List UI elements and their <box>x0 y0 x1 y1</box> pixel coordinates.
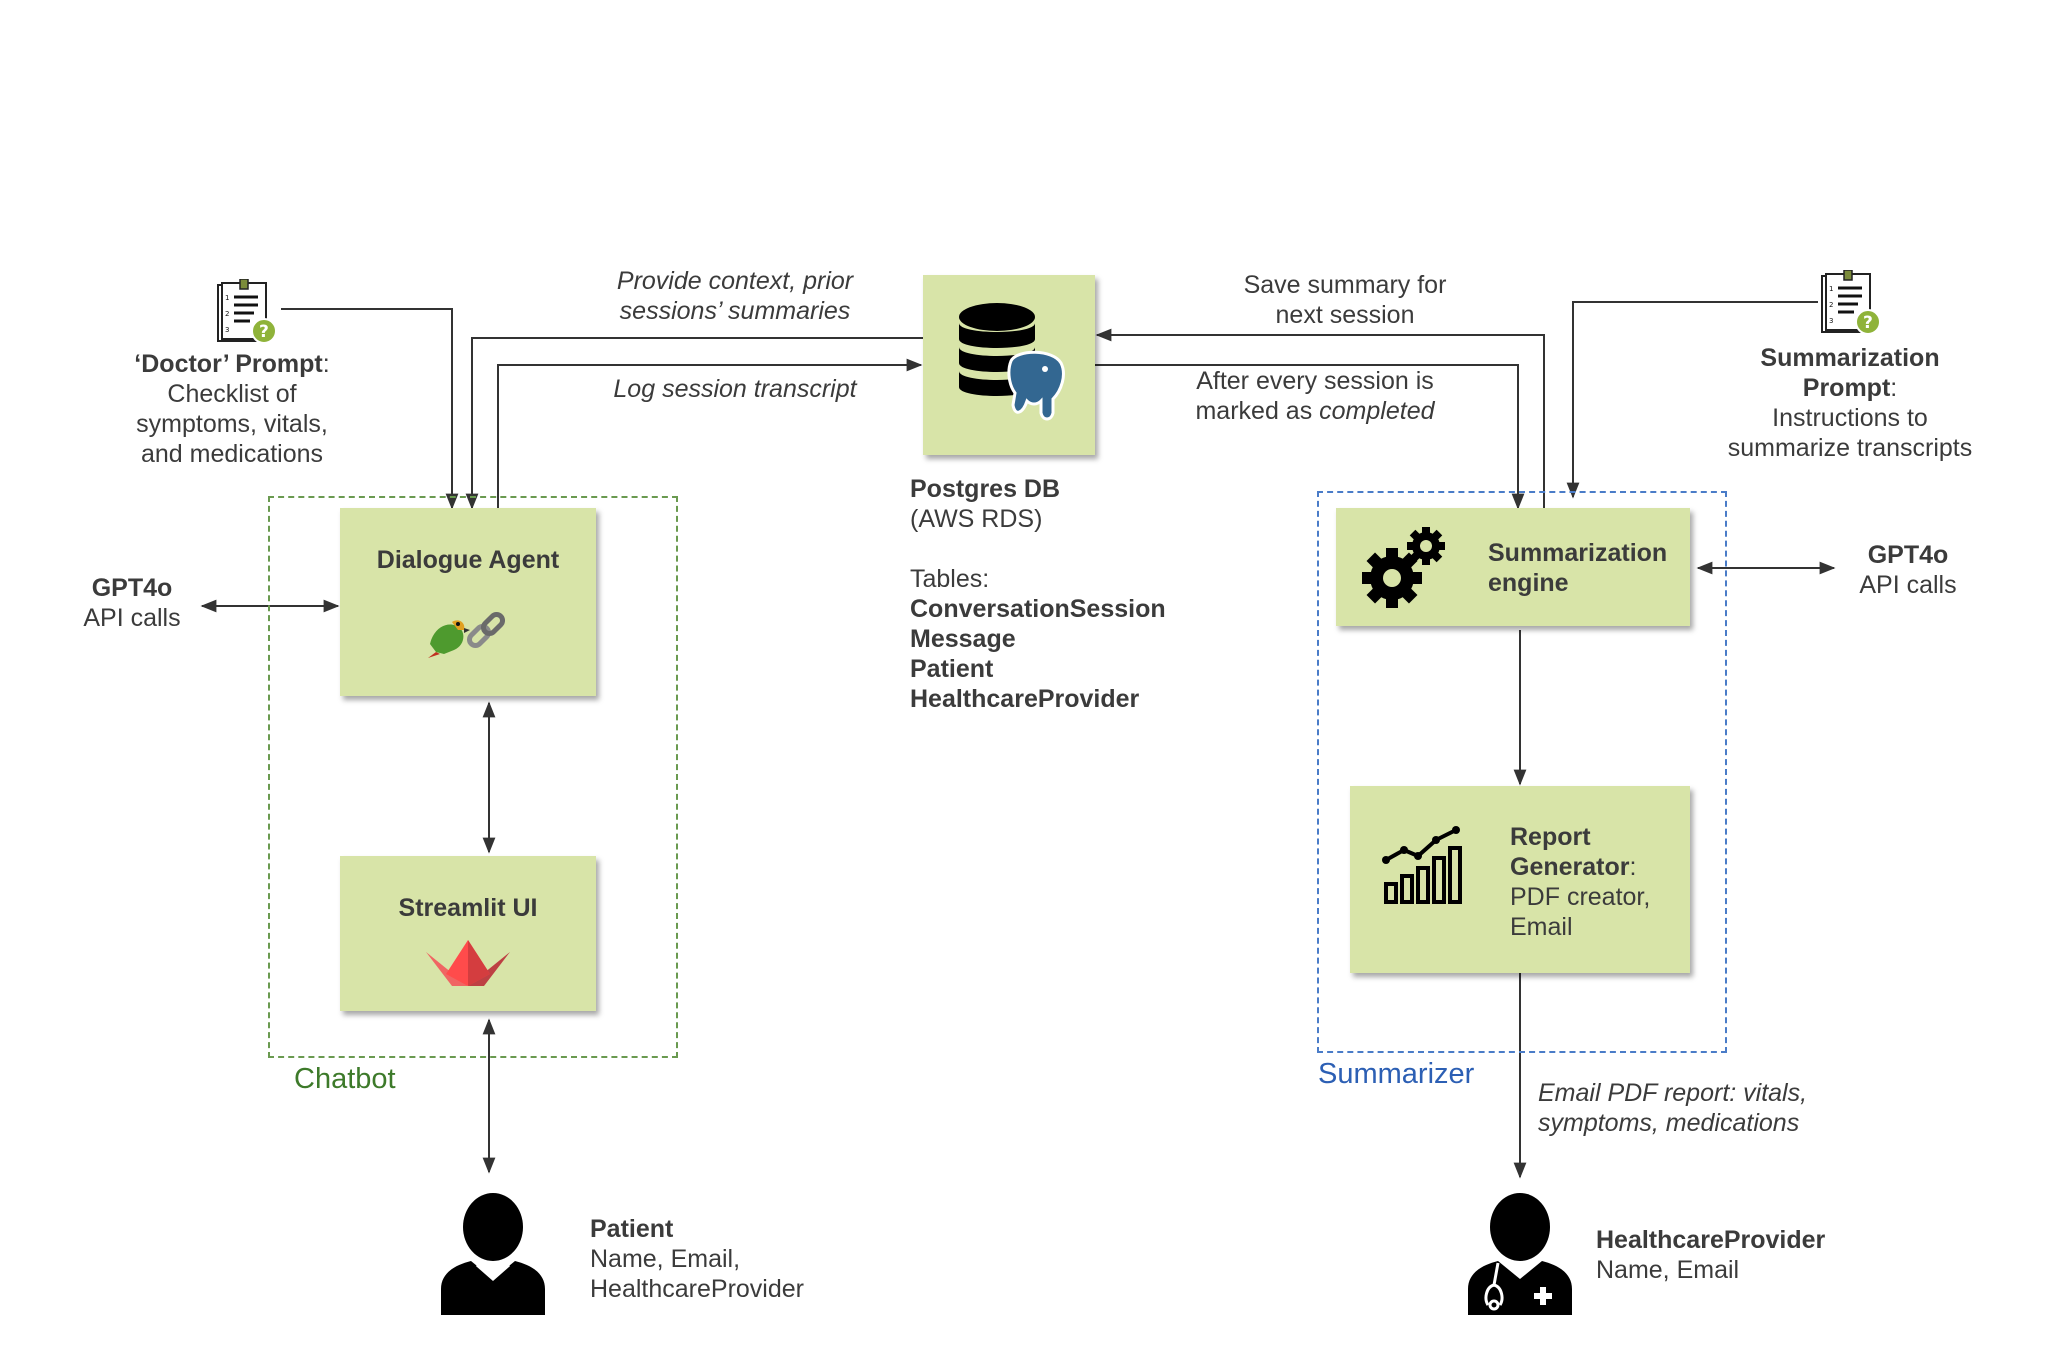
svg-text:2: 2 <box>225 310 229 318</box>
streamlit-logo-icon <box>426 940 510 988</box>
gpt-right-label: GPT4o API calls <box>1859 541 1957 599</box>
after-session-label: After every session is marked as complet… <box>1195 367 1435 425</box>
summarization-prompt-text: Summarization Prompt: Instructions to su… <box>1727 344 1973 462</box>
provider-title: HealthcareProvider <box>1596 1226 1826 1254</box>
doctor-prompt-text: ‘Doctor’ Prompt: Checklist of symptoms, … <box>112 349 352 469</box>
gpt-left-label: GPT4o API calls <box>83 574 181 632</box>
doctor-prompt-line: and medications <box>140 440 324 468</box>
context-arrow <box>465 337 923 510</box>
after-session-arrow <box>1095 364 1525 510</box>
dialogue-agent-title: Dialogue Agent <box>376 546 560 574</box>
svg-text:1: 1 <box>225 294 229 302</box>
streamlit-ui-title: Streamlit UI <box>398 894 538 922</box>
svg-text:3: 3 <box>225 326 229 334</box>
summ-prompt-arrow <box>1566 301 1818 499</box>
svg-text:1: 1 <box>1829 285 1833 293</box>
svg-text:?: ? <box>1863 313 1873 333</box>
svg-text:2: 2 <box>1829 301 1833 309</box>
report-generator-box: Report Generator: PDF creator, Email <box>1350 786 1690 973</box>
save-summary-arrow <box>1095 328 1545 508</box>
svg-text:?: ? <box>259 322 269 342</box>
gears-icon <box>1362 526 1448 610</box>
streamlit-ui-box: Streamlit UI <box>340 856 596 1011</box>
database-icon <box>957 301 1067 425</box>
postgres-db-text: Postgres DB (AWS RDS) Tables: Conversati… <box>910 475 1166 713</box>
patient-text: Patient Name, Email, HealthcareProvider <box>590 1215 804 1303</box>
summarization-engine-box: Summarization engine <box>1336 508 1690 626</box>
summarization-engine-title: Summarization engine <box>1488 539 1668 597</box>
patient-title: Patient <box>590 1215 674 1243</box>
summarizer-group <box>1317 491 1727 1053</box>
summarizer-group-label: Summarizer <box>1318 1058 1475 1090</box>
doctor-person-icon <box>1464 1193 1576 1315</box>
log-arrow <box>497 358 923 508</box>
doctor-prompt-line: symptoms, vitals, <box>136 410 328 438</box>
bar-chart-icon <box>1382 826 1464 906</box>
email-report-label: Email PDF report: vitals, symptoms, medi… <box>1538 1079 1808 1137</box>
parrot-chain-icon <box>424 608 514 658</box>
postgres-db-box <box>923 275 1095 455</box>
doctor-prompt-title: ‘Doctor’ Prompt <box>134 350 323 378</box>
chatbot-group-label: Chatbot <box>294 1063 396 1095</box>
provider-text: HealthcareProvider Name, Email <box>1596 1226 1826 1284</box>
context-flow-label: Provide context, prior sessions’ summari… <box>616 267 854 325</box>
doctor-prompt-arrow <box>281 308 459 510</box>
svg-text:3: 3 <box>1829 317 1833 325</box>
doctor-prompt-clipboard-icon: 1 2 3 ? <box>216 278 278 345</box>
summarization-prompt-clipboard-icon: 1 2 3 ? <box>1820 269 1882 336</box>
dialogue-agent-box: Dialogue Agent <box>340 508 596 696</box>
log-flow-label: Log session transcript <box>613 375 857 403</box>
patient-person-icon <box>437 1193 549 1315</box>
chatbot-group <box>268 496 678 1058</box>
db-table-name: HealthcareProvider <box>910 685 1140 713</box>
db-table-name: Patient <box>910 655 994 683</box>
save-summary-label: Save summary for next session <box>1243 271 1447 329</box>
db-table-name: Message <box>910 625 1016 653</box>
db-table-name: ConversationSession <box>910 595 1166 623</box>
report-generator-text: Report Generator: PDF creator, Email <box>1510 823 1651 941</box>
postgres-db-title: Postgres DB <box>910 475 1061 503</box>
doctor-prompt-line: Checklist of <box>167 380 297 408</box>
